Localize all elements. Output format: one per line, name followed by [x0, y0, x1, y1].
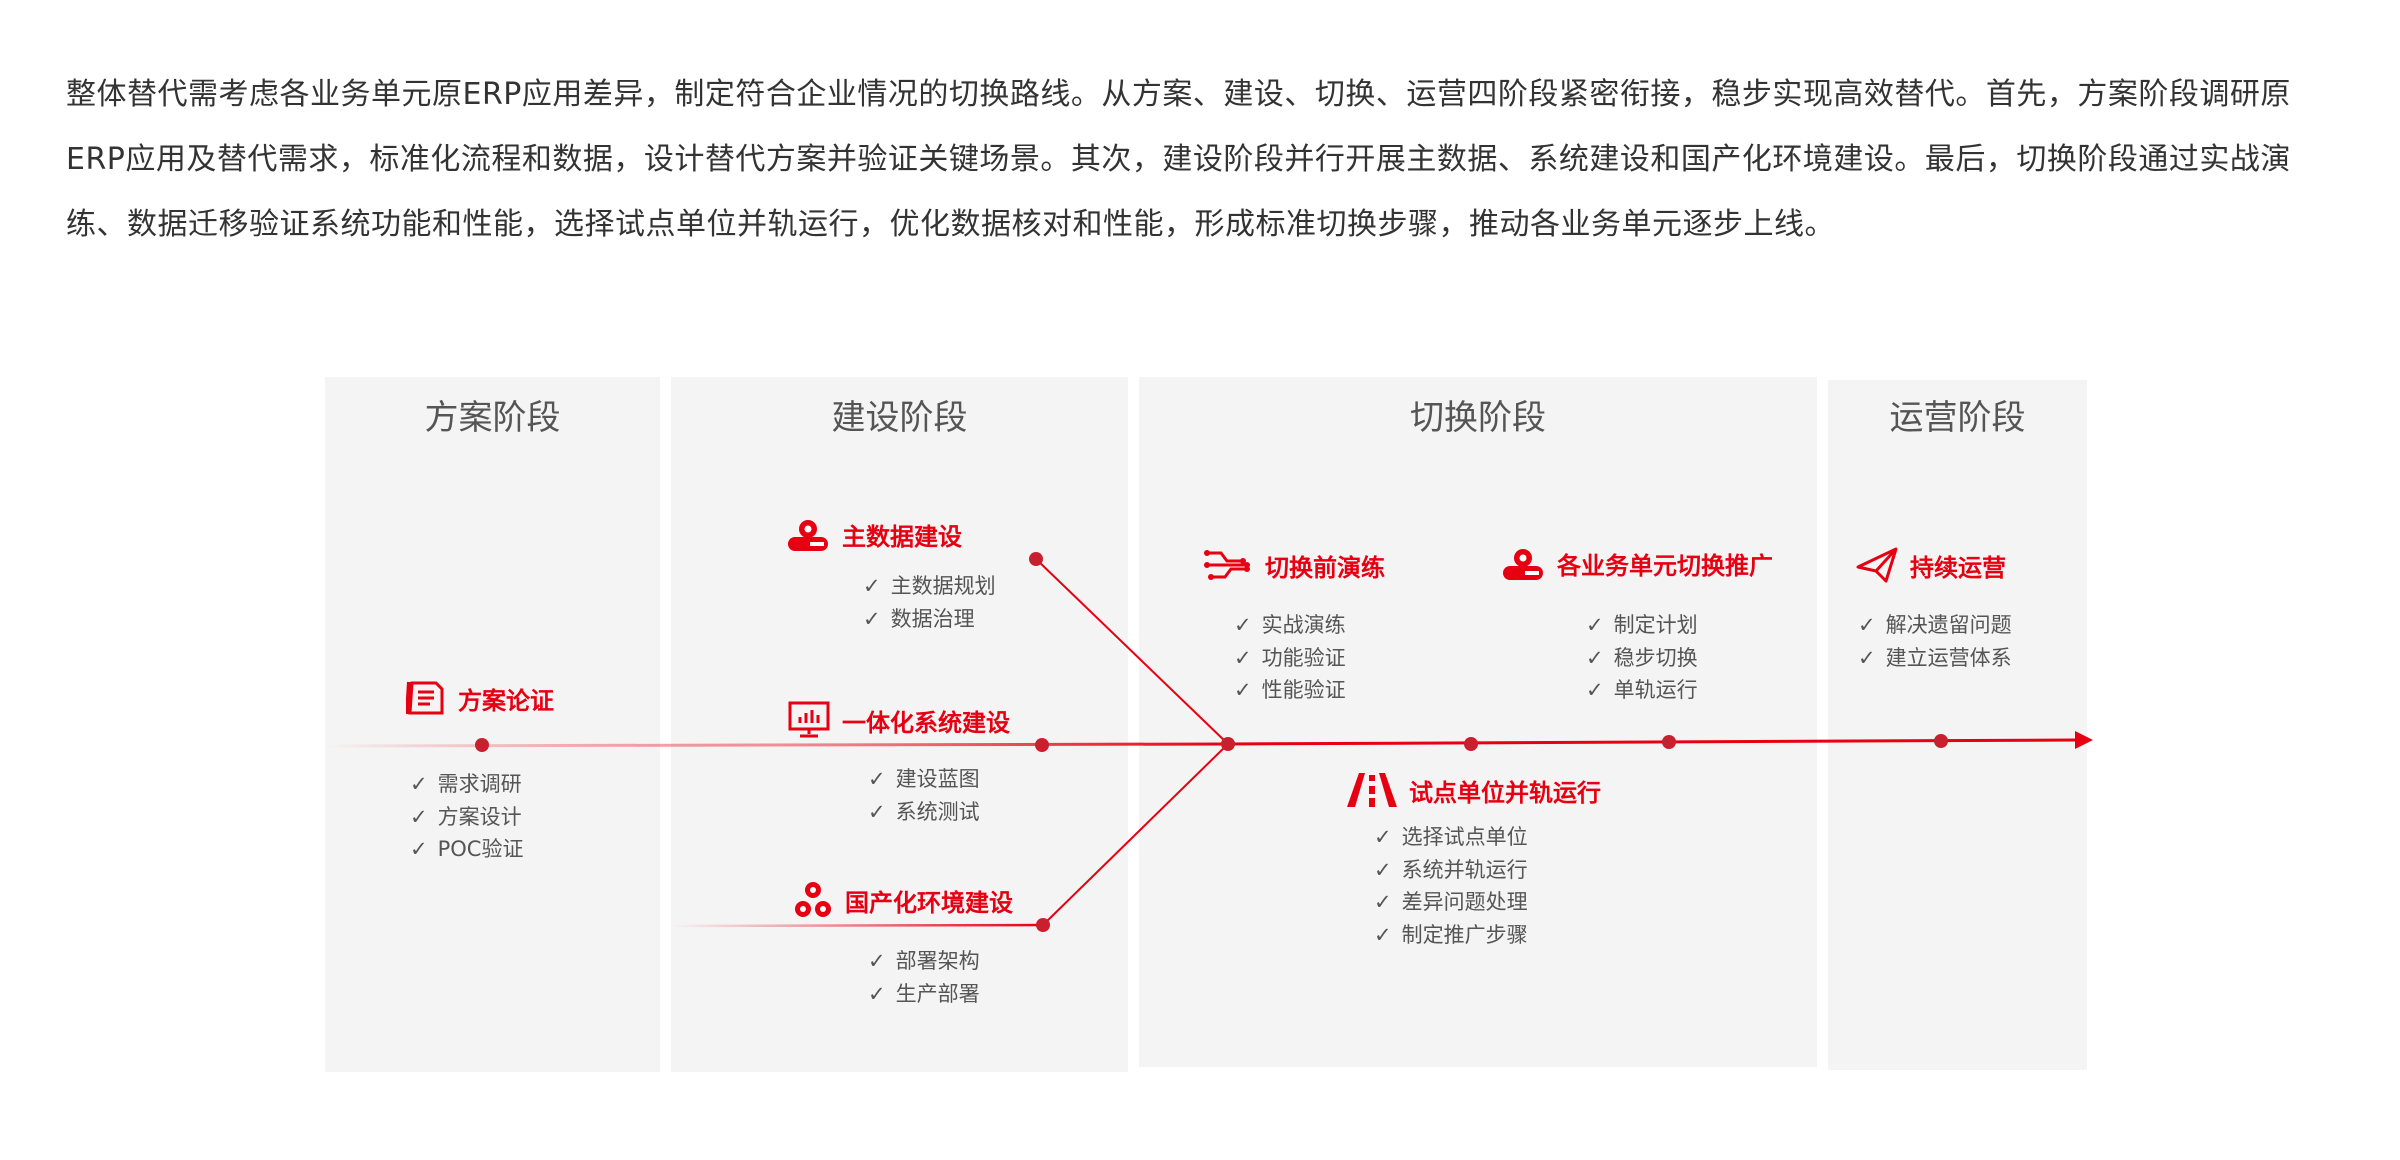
phase-title-plan: 方案阶段	[424, 398, 561, 438]
phase-panel-switch	[1139, 377, 1817, 1067]
list-item: 部署架构	[868, 945, 980, 978]
node-masterdata-label: 主数据建设	[842, 522, 962, 551]
node-dot-plan	[475, 738, 489, 752]
phase-panel-plan	[325, 377, 660, 1072]
list-item: 数据治理	[863, 603, 996, 636]
document-icon	[406, 681, 444, 715]
list-item: 性能验证	[1234, 674, 1346, 707]
list-item: 需求调研	[410, 768, 523, 801]
node-env: 国产化环境建设	[793, 882, 1013, 918]
node-drill-label: 切换前演练	[1265, 553, 1385, 582]
gears-icon	[795, 882, 831, 917]
node-env-label: 国产化环境建设	[845, 888, 1013, 917]
list-item: 单轨运行	[1586, 674, 1698, 707]
node-ops: 持续运营	[1856, 547, 2006, 583]
node-dot-merge	[1221, 737, 1235, 751]
node-dot-masterdata	[1029, 552, 1043, 566]
node-dot-env	[1036, 918, 1050, 932]
lower-branch-line	[670, 923, 1044, 928]
list-item: 制定计划	[1586, 609, 1698, 642]
node-masterdata-items: 主数据规划 数据治理	[863, 570, 996, 635]
phase-title-ops: 运营阶段	[1889, 398, 2026, 438]
upper-diagonal	[1035, 558, 1229, 745]
node-rollout-items: 制定计划 稳步切换 单轨运行	[1586, 609, 1698, 707]
intro-paragraph: 整体替代需考虑各业务单元原ERP应用差异，制定符合企业情况的切换路线。从方案、建…	[66, 77, 2291, 242]
list-item: 生产部署	[868, 978, 980, 1011]
node-ops-label: 持续运营	[1910, 553, 2006, 582]
node-rollout: 各业务单元切换推广	[1501, 545, 1773, 581]
list-item: 方案设计	[410, 801, 523, 834]
list-item: POC验证	[410, 833, 524, 866]
phase-panel-ops	[1828, 380, 2087, 1070]
gear-server-icon	[788, 520, 828, 551]
node-plan: 方案论证	[406, 680, 554, 716]
node-drill-items: 实战演练 功能验证 性能验证	[1234, 609, 1346, 707]
phase-title-switch: 切换阶段	[1410, 398, 1546, 438]
arrow-head	[2075, 731, 2093, 749]
list-item: 主数据规划	[863, 570, 996, 603]
list-item: 实战演练	[1234, 609, 1346, 642]
node-dot-rollout	[1662, 735, 1676, 749]
list-item: 解决遗留问题	[1858, 609, 2012, 642]
paper-plane-icon	[1856, 547, 1898, 583]
node-pilot-label: 试点单位并轨运行	[1409, 778, 1601, 807]
node-dot-system	[1035, 738, 1049, 752]
node-plan-label: 方案论证	[458, 686, 554, 715]
node-pilot-items: 选择试点单位 系统并轨运行 差异问题处理 制定推广步骤	[1374, 821, 1528, 951]
list-item: 选择试点单位	[1374, 821, 1528, 854]
node-system-items: 建设蓝图 系统测试	[868, 763, 980, 828]
lower-diagonal	[1042, 743, 1229, 926]
monitor-chart-icon	[788, 701, 830, 738]
circuit-icon	[1204, 550, 1250, 580]
list-item: 系统并轨运行	[1374, 854, 1528, 887]
list-item: 功能验证	[1234, 642, 1346, 675]
list-item: 建立运营体系	[1858, 642, 2012, 675]
main-line	[324, 742, 1229, 748]
main-line-right	[1227, 738, 2076, 746]
list-item: 建设蓝图	[868, 763, 980, 796]
phase-title-build: 建设阶段	[831, 398, 968, 438]
node-dot-pilot	[1464, 737, 1478, 751]
list-item: 系统测试	[868, 796, 980, 829]
node-rollout-label: 各业务单元切换推广	[1557, 551, 1773, 580]
list-item: 差异问题处理	[1374, 886, 1528, 919]
node-dot-ops	[1934, 734, 1948, 748]
node-system-label: 一体化系统建设	[842, 708, 1010, 737]
node-ops-items: 解决遗留问题 建立运营体系	[1858, 609, 2012, 674]
list-item: 制定推广步骤	[1374, 919, 1528, 952]
road-icon	[1347, 773, 1397, 807]
node-system: 一体化系统建设	[788, 701, 1010, 738]
node-drill: 切换前演练	[1203, 547, 1385, 583]
node-pilot: 试点单位并轨运行	[1347, 772, 1601, 808]
list-item: 稳步切换	[1586, 642, 1698, 675]
node-env-items: 部署架构 生产部署	[868, 945, 980, 1010]
node-masterdata: 主数据建设	[786, 516, 962, 552]
node-plan-items: 需求调研 方案设计 POC验证	[410, 768, 524, 866]
gear-server-icon	[1503, 549, 1543, 580]
